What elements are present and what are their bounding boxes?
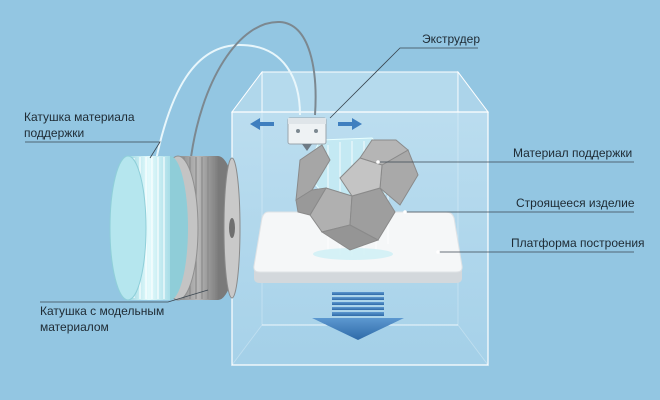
leader-extruder (329, 47, 478, 119)
extruder-motion-arrows (250, 118, 362, 130)
label-support-spool-line1: Катушка материала (24, 110, 135, 124)
label-build-platform: Платформа построения (511, 236, 645, 250)
label-model-spool-line1: Катушка с модельным (40, 304, 165, 318)
label-part-in-progress: Строящееся изделие (516, 196, 635, 210)
extruder-head (287, 117, 327, 151)
support-spool (109, 155, 188, 301)
leader-lines (25, 47, 634, 303)
model-filament-tube (189, 20, 317, 166)
platform-down-arrow (312, 292, 404, 340)
label-support-spool-line2: поддержки (24, 126, 85, 140)
label-extruder: Экструдер (422, 32, 480, 46)
leader-model-spool (40, 289, 209, 303)
part-in-progress (295, 139, 419, 251)
label-model-spool-line2: материалом (40, 320, 109, 334)
leader-support-spool (25, 141, 161, 159)
leader-dots (376, 160, 440, 254)
label-support-material: Материал поддержки (513, 146, 633, 160)
